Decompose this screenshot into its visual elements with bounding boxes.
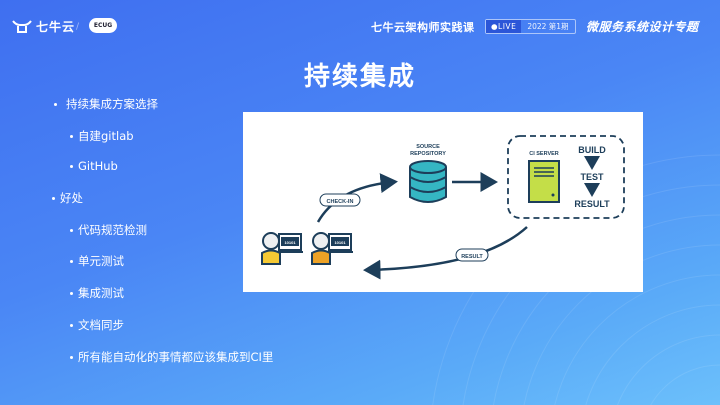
bullet-item: 持续集成方案选择: [54, 96, 158, 112]
bullet-dot: [70, 323, 73, 327]
bullet-item: 代码规范检测: [70, 222, 147, 238]
laptop-code: 10101: [334, 240, 346, 245]
bullet-text: 所有能自动化的事情都应该集成到CI里: [78, 350, 274, 364]
result-return-arrow: [363, 226, 528, 280]
course-name: 七牛云架构师实践课: [371, 21, 475, 34]
series-title: 微服务系统设计专题: [586, 20, 699, 34]
bullet-item: 所有能自动化的事情都应该集成到CI里: [70, 349, 273, 365]
result-pill-label: RESULT: [461, 254, 483, 260]
bullet-dot: [70, 228, 73, 232]
bullet-item: 单元测试: [70, 253, 124, 269]
bullet-item: GitHub: [70, 159, 118, 173]
header-bar: 七牛云 / ECUG 七牛云架构师实践课 ●LIVE 2022 第1期 微服务系…: [0, 0, 720, 50]
bullet-dot: [70, 259, 73, 263]
ci-server-label: CI SERVER: [529, 151, 559, 157]
bullet-text: 单元测试: [78, 254, 124, 268]
developer-icon: 10101: [311, 232, 353, 265]
server-icon: [528, 160, 560, 203]
source-label-1: SOURCE: [416, 144, 440, 150]
qiniu-logo: 七牛云: [12, 18, 75, 35]
brand-name: 七牛云: [36, 20, 76, 34]
live-label: ●LIVE: [486, 20, 522, 33]
bullet-item: 自建gitlab: [70, 128, 134, 144]
bull-head-icon: [12, 19, 32, 33]
bullet-text: 代码规范检测: [78, 223, 147, 237]
database-icon: [409, 160, 447, 203]
bullet-dot: [70, 291, 73, 295]
bullet-text: GitHub: [78, 159, 118, 173]
ci-diagram: CHECK-IN SOURCE REPOSITORY CI SERVER: [243, 112, 643, 292]
result-pill: [455, 248, 489, 262]
bullet-dot: [54, 102, 57, 106]
bullet-item: 文档同步: [70, 317, 124, 333]
bullet-dot: [70, 164, 73, 168]
test-step: TEST: [580, 172, 604, 182]
developer-icon: 10101: [261, 232, 303, 265]
check-in-pill: [319, 193, 361, 207]
live-badge: ●LIVE 2022 第1期: [485, 19, 576, 34]
bullet-text: 好处: [60, 191, 83, 205]
source-label-2: REPOSITORY: [410, 151, 446, 157]
check-in-label: CHECK-IN: [327, 199, 354, 205]
logo-divider: /: [76, 22, 80, 32]
laptop-code: 10101: [284, 240, 296, 245]
ecug-logo: ECUG: [89, 18, 117, 33]
bullet-text: 持续集成方案选择: [66, 97, 158, 111]
slide-title: 持续集成: [303, 62, 416, 92]
result-step: RESULT: [574, 199, 610, 209]
bullet-text: 集成测试: [78, 286, 124, 300]
bullet-dot: [70, 355, 73, 359]
period-label: 2022 第1期: [527, 22, 569, 31]
bullet-item: 集成测试: [70, 285, 124, 301]
bullet-dot: [70, 134, 73, 138]
bullet-item: 好处: [52, 190, 83, 206]
ci-server-box: [507, 135, 625, 219]
bullet-dot: [52, 196, 55, 200]
bullet-text: 自建gitlab: [78, 129, 134, 143]
build-step: BUILD: [578, 145, 606, 155]
bullet-text: 文档同步: [78, 318, 124, 332]
